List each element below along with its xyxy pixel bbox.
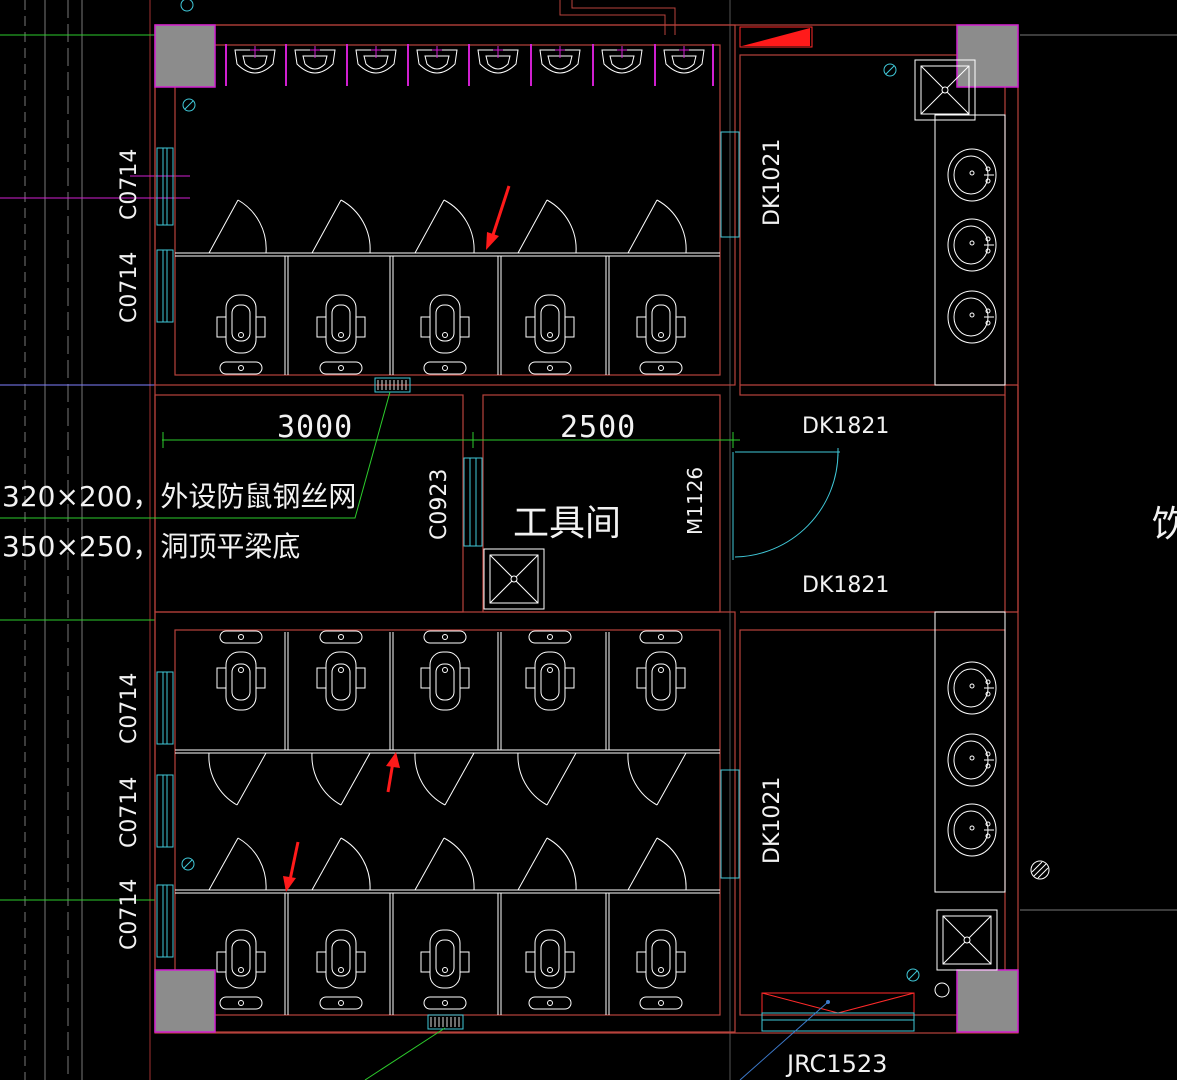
squat-toilet xyxy=(636,630,686,711)
windows-left xyxy=(156,131,740,958)
mop-sink xyxy=(483,548,545,610)
floor-drain xyxy=(182,98,196,112)
stall-door xyxy=(627,199,687,254)
top-fragments xyxy=(180,0,676,35)
floor-drain xyxy=(883,63,897,77)
leader-lines xyxy=(0,391,740,1080)
note-text: 320×200，外设防鼠钢丝网 xyxy=(2,480,356,513)
squat-toilet xyxy=(316,929,366,1010)
column xyxy=(154,24,216,88)
urinal xyxy=(530,44,581,86)
floor-drain xyxy=(181,857,195,871)
dimension-label: 3000 xyxy=(277,410,353,445)
labels: C0714 C0714 C0714 C0714 C0714 C0923 DK10… xyxy=(2,139,1177,1078)
squat-toilet xyxy=(216,294,266,375)
stall-door xyxy=(627,752,687,806)
urinal xyxy=(225,44,276,86)
column xyxy=(956,24,1019,88)
squat-toilet xyxy=(525,630,575,711)
column xyxy=(154,969,216,1033)
squat-toilet xyxy=(316,630,366,711)
squat-toilet xyxy=(420,929,470,1010)
door-dk1821-swing xyxy=(732,448,840,560)
washbasins xyxy=(934,114,1006,893)
door-label: DK1821 xyxy=(802,414,889,439)
urinal xyxy=(592,44,643,86)
squat-toilet xyxy=(636,929,686,1010)
washbasin xyxy=(947,661,997,715)
door-label: M1126 xyxy=(683,467,707,535)
red-arrow-icon xyxy=(486,185,511,250)
urinal xyxy=(285,44,336,86)
room-label: 工具间 xyxy=(513,503,621,544)
door-label: DK1021 xyxy=(760,139,785,226)
door-label: DK1021 xyxy=(760,777,785,864)
dimension-label: 2500 xyxy=(560,410,636,445)
stall-row-1 xyxy=(175,199,720,375)
squat-toilet xyxy=(525,294,575,375)
stall-row-3 xyxy=(175,837,720,1015)
red-arrow-icon xyxy=(386,752,400,793)
washbasin xyxy=(947,218,997,272)
stall-door xyxy=(208,752,267,806)
stall-door xyxy=(414,752,475,806)
squat-toilet-row-1 xyxy=(216,294,686,375)
window-label: C0714 xyxy=(117,673,142,744)
urinal xyxy=(468,44,519,86)
washbasin xyxy=(947,290,997,344)
urinal xyxy=(346,44,397,86)
stall-door xyxy=(311,837,371,891)
squat-toilet-row-2 xyxy=(175,630,720,806)
stall-door xyxy=(208,837,267,891)
stall-door xyxy=(517,752,577,806)
squat-toilet xyxy=(420,630,470,711)
stall-door xyxy=(627,837,687,891)
stall-door xyxy=(517,837,577,891)
red-arrows xyxy=(283,185,511,892)
mop-sinks xyxy=(483,59,998,998)
window-label: C0714 xyxy=(117,879,142,950)
window-label: C0923 xyxy=(427,469,452,540)
floor-drains xyxy=(181,63,920,982)
note-text: 350×250，洞顶平梁底 xyxy=(2,530,300,563)
red-marker xyxy=(739,26,813,48)
mop-sink xyxy=(914,59,976,121)
door-label: DK1821 xyxy=(802,573,889,598)
red-arrow-icon xyxy=(283,841,300,892)
stall-door xyxy=(414,199,475,254)
squat-toilet xyxy=(525,929,575,1010)
urinal xyxy=(407,44,458,86)
column xyxy=(956,969,1019,1033)
floor-drain xyxy=(906,968,920,982)
washbasin xyxy=(947,803,997,857)
urinal xyxy=(654,44,714,86)
squat-toilet xyxy=(420,294,470,375)
stall-door xyxy=(414,837,475,891)
window-label: C0714 xyxy=(117,252,142,323)
squat-toilet xyxy=(636,294,686,375)
window-label: C0714 xyxy=(117,149,142,220)
stall-door xyxy=(311,199,371,254)
partial-label: 饮 xyxy=(1152,504,1177,545)
window-label: C0714 xyxy=(117,777,142,848)
squat-toilet xyxy=(316,294,366,375)
equipment-jrc1523 xyxy=(739,992,915,1080)
stall-door xyxy=(208,199,267,254)
vent-grilles xyxy=(374,377,464,1030)
stall-door xyxy=(311,752,371,806)
mop-sink xyxy=(936,909,998,971)
equipment-label: JRC1523 xyxy=(785,1050,887,1078)
squat-toilet xyxy=(216,630,266,711)
stall-door xyxy=(517,199,577,254)
columns xyxy=(154,24,1019,1033)
washbasin xyxy=(947,148,997,202)
pipe-symbol xyxy=(1030,860,1050,880)
squat-toilet xyxy=(216,929,266,1010)
urinal-row xyxy=(225,44,714,86)
washbasin xyxy=(947,733,997,787)
